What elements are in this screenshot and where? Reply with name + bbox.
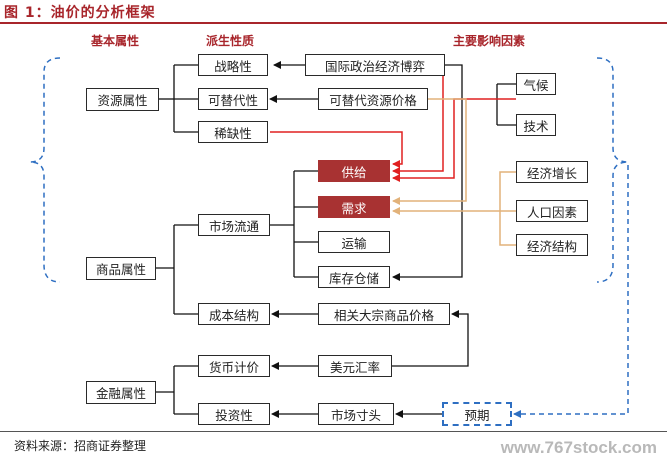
node-geopolitics: 国际政治经济博弈	[305, 54, 445, 76]
node-currency-pricing: 货币计价	[198, 355, 270, 377]
node-demand: 需求	[318, 196, 390, 218]
node-economic-structure: 经济结构	[516, 234, 588, 256]
node-economic-growth: 经济增长	[516, 161, 588, 183]
header-main-factors: 主要影响因素	[453, 34, 526, 48]
left-dashed-brace	[29, 57, 61, 283]
node-substitutability: 可替代性	[198, 88, 268, 110]
header-basic-attributes: 基本属性	[91, 34, 140, 48]
title-rule	[0, 22, 667, 24]
node-market-circulation: 市场流通	[198, 214, 270, 236]
node-expectation: 预期	[442, 402, 512, 426]
header-derived-properties: 派生性质	[206, 34, 255, 48]
node-resource-attribute: 资源属性	[86, 88, 159, 111]
node-climate: 气候	[516, 73, 556, 95]
node-alternative-resource-price: 可替代资源价格	[318, 88, 428, 110]
node-scarcity: 稀缺性	[198, 121, 268, 143]
right-dashed-brace	[596, 57, 629, 283]
node-supply: 供给	[318, 160, 390, 182]
node-technology: 技术	[516, 114, 556, 136]
node-population-factors: 人口因素	[516, 200, 588, 222]
node-inventory-storage: 库存仓储	[318, 266, 390, 288]
node-investment: 投资性	[198, 403, 270, 425]
node-commodity-attribute: 商品属性	[86, 257, 156, 280]
node-related-commodity-prices: 相关大宗商品价格	[318, 303, 450, 325]
expectation-feedback-line	[513, 165, 629, 418]
node-transport: 运输	[318, 231, 390, 253]
source-rule	[0, 431, 667, 432]
node-usd-exchange-rate: 美元汇率	[318, 355, 392, 377]
figure-title: 图 1：油价的分析框架	[4, 5, 156, 21]
node-strategic: 战略性	[198, 54, 268, 76]
node-cost-structure: 成本结构	[198, 303, 270, 325]
source-note: 资料来源：招商证券整理	[14, 439, 147, 453]
node-market-position: 市场寸头	[318, 403, 394, 425]
node-financial-attribute: 金融属性	[86, 381, 156, 404]
watermark: www.767stock.com	[500, 438, 657, 457]
